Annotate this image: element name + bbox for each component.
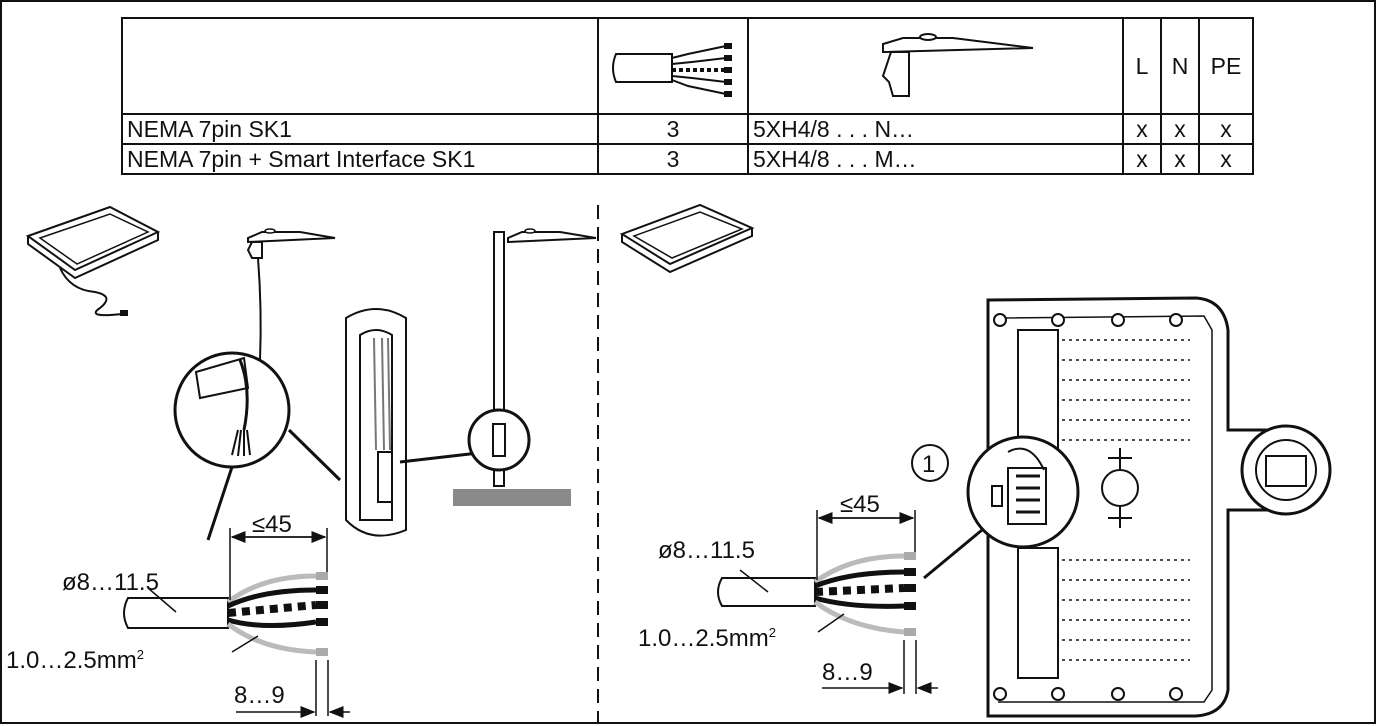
header-N: N xyxy=(1160,17,1200,115)
strip-length-label: ≤45 xyxy=(840,491,880,518)
header-PE: PE xyxy=(1198,17,1254,115)
table-header-row: L N PE xyxy=(121,17,1254,115)
cable-magnifier-left xyxy=(173,351,342,541)
row-qty: 3 xyxy=(597,143,749,175)
row-code: 5XH4/8 . . . M… xyxy=(747,143,1124,175)
row-name: NEMA 7pin SK1 xyxy=(121,113,599,145)
led-panel-icon xyxy=(619,203,755,274)
header-luminaire-icon-cell xyxy=(747,17,1124,115)
wire-strip-label: 8…9 xyxy=(822,659,873,686)
header-L: L xyxy=(1122,17,1162,115)
cross-section-label: 1.0…2.5mm2 xyxy=(6,647,144,674)
row-qty: 3 xyxy=(597,113,749,145)
led-panel-with-cable-icon xyxy=(25,205,161,317)
cable-diameter-label: ø8…11.5 xyxy=(62,569,159,596)
strip-length-label: ≤45 xyxy=(252,511,292,538)
row-L: x xyxy=(1122,113,1162,145)
row-PE: x xyxy=(1198,113,1254,145)
cross-section-value: 1.0…2.5mm xyxy=(6,647,137,674)
pole-luminaire-left-icon xyxy=(246,228,336,361)
row-L: x xyxy=(1122,143,1162,175)
cable-diameter-label: ø8…11.5 xyxy=(658,537,755,564)
header-blank-cell xyxy=(121,17,599,115)
luminaire-head-icon xyxy=(881,32,1034,97)
stripped-cable-left xyxy=(123,528,350,718)
row-code: 5XH4/8 . . . N… xyxy=(747,113,1124,145)
header-cable-icon-cell xyxy=(597,17,749,115)
pole-luminaire-right-icon xyxy=(453,228,597,506)
stripped-cable-right xyxy=(717,510,938,694)
callout-number: 1 xyxy=(922,451,935,478)
cross-section-label: 1.0…2.5mm2 xyxy=(638,625,776,652)
row-N: x xyxy=(1160,143,1200,175)
cross-section-sup: 2 xyxy=(769,625,776,640)
luminaire-housing-detail xyxy=(986,296,1332,718)
row-N: x xyxy=(1160,113,1200,145)
pole-cutaway-icon xyxy=(345,308,488,537)
cross-section-sup: 2 xyxy=(137,647,144,662)
row-PE: x xyxy=(1198,143,1254,175)
table-row: NEMA 7pin + Smart Interface SK1 3 5XH4/8… xyxy=(121,143,1254,175)
compatibility-table: L N PE NEMA 7pin SK1 3 5XH4/8 . . . N… x… xyxy=(121,17,1254,175)
wire-strip-label: 8…9 xyxy=(234,682,285,709)
callout-circle xyxy=(911,444,949,482)
table-row: NEMA 7pin SK1 3 5XH4/8 . . . N… x x x xyxy=(121,113,1254,145)
cross-section-value: 1.0…2.5mm xyxy=(638,625,769,652)
connector-magnifier-right xyxy=(923,435,1080,580)
row-name: NEMA 7pin + Smart Interface SK1 xyxy=(121,143,599,175)
cable-wires-icon xyxy=(612,42,732,97)
